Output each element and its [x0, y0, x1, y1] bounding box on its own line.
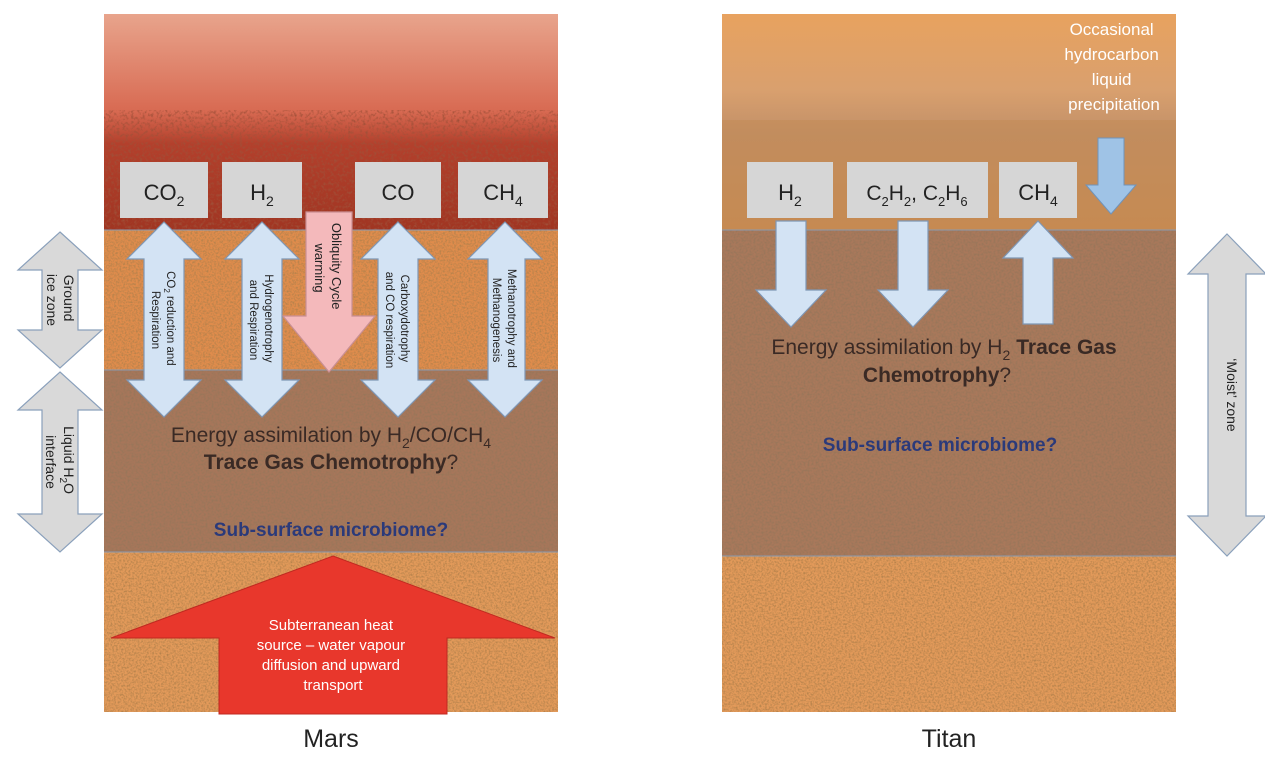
titan-gas-box-c2h2-c2h6: C2H2, C2H6 [847, 162, 988, 218]
arrow-co2-exchange [125, 221, 203, 418]
titan-caption: Titan [922, 725, 977, 753]
svg-text:C2H2, C2H6: C2H2, C2H6 [866, 182, 967, 209]
arrow-precipitation [1084, 137, 1138, 215]
gas-box-co2: CO2 [120, 162, 208, 218]
mars-microbiome-text: Sub-surface microbiome? [214, 520, 448, 541]
label-moist-zone: ‘Moist’ zone [1224, 358, 1240, 432]
label-liquid-water-interface: Liquid H2O interface [43, 426, 77, 498]
svg-text:CO: CO [382, 180, 415, 205]
zone-arrow-moist: ‘Moist’ zone [1186, 233, 1265, 557]
zone-arrow-liquid-water: Liquid H2O interface [16, 371, 104, 553]
arrow-c2-uptake [876, 220, 950, 328]
svg-text:CO2: CO2 [144, 180, 185, 209]
titan-chemotrophy-text: Chemotrophy? [863, 364, 1011, 387]
arrow-co-exchange [359, 221, 437, 418]
titan-gas-box-ch4: CH4 [999, 162, 1077, 218]
arrow-h2-uptake [754, 220, 828, 328]
svg-text:CH4: CH4 [1018, 180, 1058, 209]
titan-microbiome-text: Sub-surface microbiome? [823, 435, 1057, 456]
label-methanotrophy: Methanotrophy and Methanogenesis [490, 269, 517, 371]
label-carboxydotrophy: Carboxydotrophy and CO respiration [383, 272, 410, 369]
arrow-ch4-exchange [466, 221, 544, 418]
mars-caption: Mars [303, 725, 359, 753]
zone-arrow-ground-ice: Ground ice zone [16, 231, 104, 369]
titan-panel: Occasional hydrocarbon liquid precipitat… [722, 14, 1265, 753]
arrow-ch4-release [1001, 220, 1075, 325]
svg-text:CH4: CH4 [483, 180, 523, 209]
label-ground-ice-zone: Ground ice zone [44, 274, 77, 326]
svg-text:H2: H2 [250, 180, 274, 209]
label-heat-source: Subterranean heat source – water vapour … [257, 617, 410, 694]
label-hydrocarbon-precipitation: Occasional hydrocarbon liquid precipitat… [1064, 20, 1163, 114]
label-co2-reduction: CO2 reduction and Respiration [149, 271, 176, 369]
label-hydrogenotrophy: Hydrogenotrophy and Respiration [247, 274, 274, 365]
mars-energy-assimilation-text: Energy assimilation by H2/CO/CH4 [171, 424, 491, 451]
gas-box-h2: H2 [222, 162, 302, 218]
mars-panel: CO2 H2 CO CH4 [16, 14, 558, 753]
arrow-subterranean-heat: Subterranean heat source – water vapour … [110, 555, 556, 715]
arrow-obliquity-warming [281, 211, 377, 373]
mars-chemotrophy-text: Trace Gas Chemotrophy? [204, 451, 458, 474]
arrow-h2-exchange [223, 221, 301, 418]
gas-box-ch4: CH4 [458, 162, 548, 218]
titan-gas-box-h2: H2 [747, 162, 833, 218]
gas-box-co: CO [355, 162, 441, 218]
label-obliquity-cycle: Obliquity Cycle warming [312, 223, 344, 313]
svg-text:H2: H2 [778, 180, 802, 209]
